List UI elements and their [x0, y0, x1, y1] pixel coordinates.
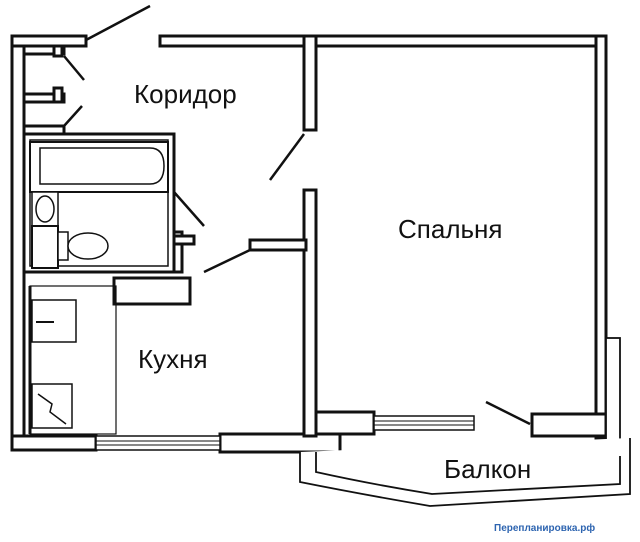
right-wall	[594, 34, 608, 440]
doors	[63, 4, 531, 426]
balcony-door	[485, 400, 531, 426]
room-label-corridor: Коридор	[134, 79, 237, 109]
sink-icon	[31, 191, 59, 227]
toilet-icon	[31, 225, 109, 269]
closet-stub-vert-1	[52, 44, 64, 58]
entry-door	[85, 4, 151, 42]
top-wall-right	[158, 34, 608, 48]
bedroom-wall-lower	[302, 188, 318, 438]
bathtub-icon	[29, 141, 169, 193]
watermark-text: Перепланировка.рф	[494, 522, 595, 534]
room-label-bedroom: Спальня	[398, 214, 502, 244]
closet-stub-upper	[22, 44, 66, 56]
exterior-walls	[10, 34, 608, 454]
closet-door-upper	[63, 55, 85, 81]
balcony-side-wall	[605, 337, 621, 457]
balcony	[299, 337, 631, 507]
bedroom-door	[268, 133, 306, 181]
kitchen-counter	[28, 285, 117, 435]
kitchen-window	[95, 435, 221, 451]
stove-icon	[31, 383, 73, 429]
room-label-balcony: Балкон	[444, 454, 531, 484]
closet-stub-vert-2	[52, 86, 64, 104]
bathroom-door	[173, 191, 205, 227]
room-label-kitchen: Кухня	[138, 344, 208, 374]
bottom-wall-left	[10, 434, 98, 452]
bottom-wall-pier-left	[314, 410, 376, 436]
closet-stub-lower	[22, 92, 66, 104]
bedroom-window	[373, 415, 475, 431]
kitchen-sink-icon	[31, 299, 77, 343]
kitchen-door	[203, 248, 251, 274]
closet-door-lower	[63, 105, 83, 127]
left-wall	[10, 34, 26, 452]
kitchen-door-wall	[248, 238, 308, 252]
bottom-wall-middle	[218, 432, 342, 454]
balcony-inner-outline	[315, 452, 621, 495]
bottom-wall-pier-right	[530, 412, 608, 438]
interior-walls	[22, 34, 318, 438]
windows	[95, 415, 475, 451]
kitchen-partition-stub	[112, 276, 192, 306]
bedroom-wall-upper	[302, 34, 318, 132]
